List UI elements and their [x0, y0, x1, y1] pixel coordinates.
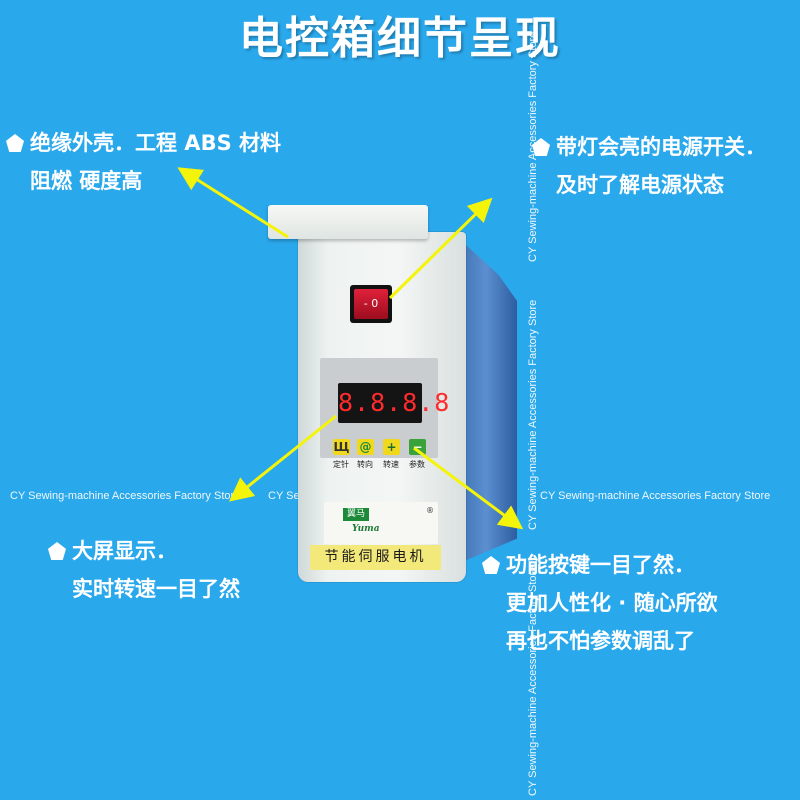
callout-switch-line1: 带灯会亮的电源开关． — [556, 135, 766, 159]
arrow-switch — [388, 197, 493, 300]
pentagon-bullet-icon — [48, 542, 66, 560]
callout-shell-line2: 阻燃 硬度高 — [30, 169, 143, 193]
callout-display-line2: 实时转速一目了然 — [72, 577, 240, 601]
control-box-top-lip — [268, 205, 428, 239]
callout-display-line1: 大屏显示． — [72, 539, 177, 563]
callout-shell: 绝缘外壳．工程 ABS 材料 阻燃 硬度高 — [6, 124, 281, 200]
power-switch-label: - 0 — [354, 289, 388, 319]
pentagon-bullet-icon — [482, 556, 500, 574]
callout-keys-line1: 功能按键一目了然． — [506, 553, 695, 577]
speed-plus-key: + — [383, 439, 400, 455]
arrow-keys — [413, 446, 524, 530]
arrow-shell — [177, 167, 289, 239]
callout-keys-line3: 再也不怕参数调乱了 — [506, 629, 695, 653]
page-title: 电控箱细节呈现 — [239, 13, 561, 64]
pentagon-bullet-icon — [532, 138, 550, 156]
callout-power-switch: 带灯会亮的电源开关． 及时了解电源状态 — [532, 128, 766, 204]
product-name-label: 节能伺服电机 — [310, 545, 441, 570]
callout-keys: 功能按键一目了然． 更加人性化 · 随心所欲 再也不怕参数调乱了 — [482, 546, 718, 660]
watermark-left: CY Sewing-machine Accessories Factory St… — [10, 490, 241, 502]
watermark-right: CY Sewing-machine Accessories Factory St… — [540, 490, 771, 502]
callout-shell-line1: 绝缘外壳．工程 ABS 材料 — [30, 131, 282, 155]
brand-name: Yuma — [352, 524, 380, 534]
parameter-minus-key: − — [409, 439, 426, 455]
arrow-display — [228, 414, 337, 502]
key-label-direction: 转向 — [357, 460, 373, 469]
callout-display: 大屏显示． 实时转速一目了然 — [48, 532, 240, 608]
pentagon-bullet-icon — [6, 134, 24, 152]
callout-switch-line2: 及时了解电源状态 — [556, 173, 724, 197]
callout-keys-line2: 更加人性化 · 随心所欲 — [506, 591, 718, 615]
direction-key: @ — [357, 439, 374, 455]
key-label-parameter: 参数 — [409, 460, 425, 469]
key-label-needle: 定针 — [333, 460, 349, 469]
brand-logo: 翼马 — [343, 508, 369, 521]
key-label-speed: 转速 — [383, 460, 399, 469]
registered-mark: ® — [426, 506, 434, 515]
power-switch: - 0 — [350, 285, 392, 323]
needle-position-key: Щ — [333, 439, 350, 455]
